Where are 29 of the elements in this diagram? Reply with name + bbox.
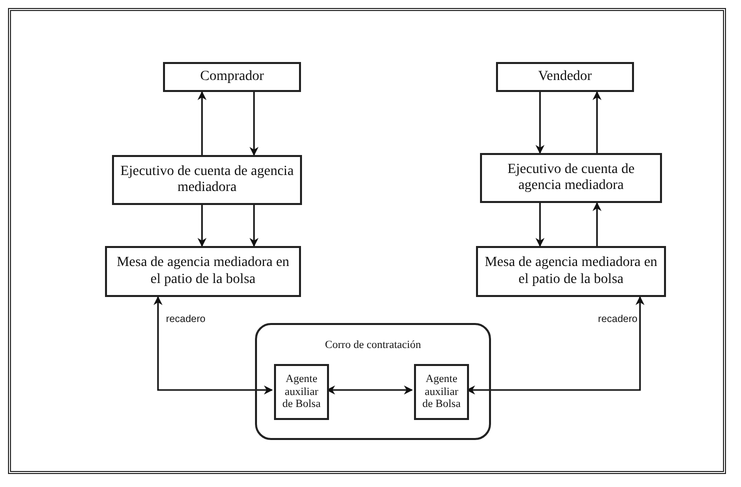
arrow [536,203,544,247]
process-box [476,246,666,297]
panel-title: Corro de contratación [325,339,421,352]
trading-post-panel [255,323,491,440]
box-label: Agente auxiliar de Bolsa [421,373,462,411]
arrow [154,296,273,394]
arrow [198,91,206,155]
process-box [480,153,662,203]
arrow [592,202,602,246]
box-label: Ejecutivo de cuenta de agencia mediadora [119,164,295,196]
arrow [536,92,544,154]
box-label: Mesa de agencia mediadora en el patio de la bolsa [116,255,290,288]
arrow [592,91,602,153]
edge-label: recadero [164,314,208,325]
box-label: Agente auxiliar de Bolsa [281,373,322,411]
process-box [163,62,301,92]
box-label: Comprador [200,68,264,86]
process-box [112,155,302,205]
box-label: Ejecutivo de cuenta de agencia mediadora [506,162,636,194]
process-box [274,364,329,420]
process-box [496,62,634,92]
box-label: Mesa de agencia mediadora en el patio de la bolsa [484,255,658,288]
box-label: Vendedor [538,68,592,86]
process-box [414,364,469,420]
arrow [250,205,258,247]
edge-label: recadero [596,314,640,325]
process-box [105,246,301,297]
arrow [198,205,206,247]
arrow [250,92,258,156]
